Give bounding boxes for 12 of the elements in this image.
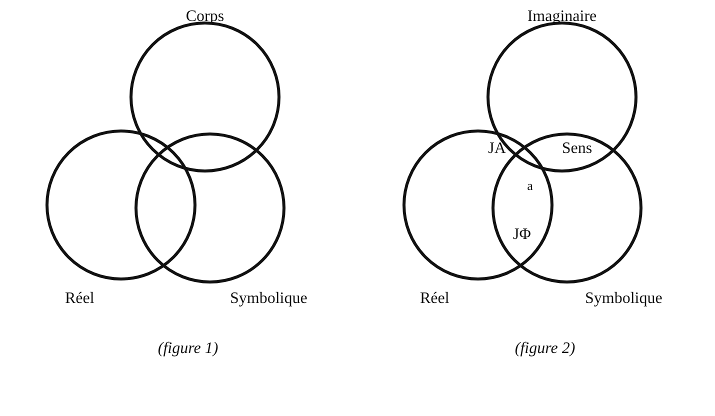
ring-label: Réel xyxy=(65,290,94,308)
ring-label: Symbolique xyxy=(585,290,662,308)
figure-caption: (figure 1) xyxy=(158,340,218,358)
region-label: Sens xyxy=(562,140,592,158)
region-label: a xyxy=(527,178,533,194)
ring-label: Corps xyxy=(186,8,224,26)
ring-label: Réel xyxy=(420,290,450,308)
figure-caption: (figure 2) xyxy=(514,340,576,358)
ring-label: Imaginaire xyxy=(527,8,597,26)
ring-label: Symbolique xyxy=(230,290,308,308)
region-label: JΦ xyxy=(513,226,531,244)
region-label: JA xyxy=(488,140,506,158)
